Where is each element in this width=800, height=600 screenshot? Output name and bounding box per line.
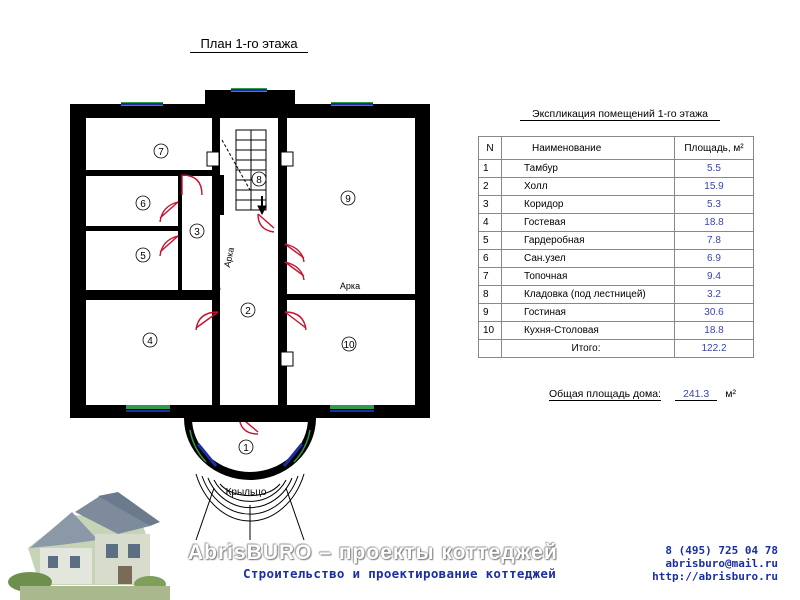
room-number-2: 2 [245,306,251,317]
row-area: 6.9 [674,249,754,268]
plan-title: План 1-го этажа [190,36,308,53]
row-num: 3 [478,195,502,214]
table-header-row: N Наименование Площадь, м² [478,136,754,160]
total-value: 122.2 [674,339,754,358]
row-area: 18.8 [674,321,754,340]
row-name: Коридор [501,195,675,214]
room-number-6: 6 [140,199,146,210]
row-name: Холл [501,177,675,196]
room-number-3: 3 [194,227,200,238]
row-name: Топочная [501,267,675,286]
arch-label-horizontal: Арка [340,281,360,291]
total-label: Итого: [501,339,675,358]
row-name: Кухня-Столовая [501,321,675,340]
house-total-unit: м² [725,388,736,400]
header-name: Наименование [501,136,675,160]
table-total-row: Итого:122.2 [478,339,754,358]
header-area: Площадь, м² [674,136,754,160]
room-number-8: 8 [256,175,262,186]
arch-label-vertical: Арка [222,246,236,268]
row-area: 18.8 [674,213,754,232]
row-num: 6 [478,249,502,268]
total-num-cell [478,339,502,358]
contact-url[interactable]: http://abrisburo.ru [652,570,778,583]
room-number-5: 5 [140,251,146,262]
vents [206,151,294,367]
porch-label: Крыльцо [226,487,267,498]
room-number-1: 1 [243,443,249,454]
header-num: N [478,136,502,160]
row-num: 2 [478,177,502,196]
row-area: 5.5 [674,159,754,178]
row-num: 7 [478,267,502,286]
house-total-area: Общая площадь дома: 241.3 м² [549,388,736,401]
house-total-label: Общая площадь дома: [549,388,661,401]
row-area: 3.2 [674,285,754,304]
row-name: Гостиная [501,303,675,322]
windows [121,88,374,412]
house-illustration [8,492,170,600]
porch-steps [195,473,305,541]
row-num: 9 [478,303,502,322]
arches [212,231,380,297]
row-area: 5.3 [674,195,754,214]
contacts-block: 8 (495) 725 04 78 abrisburo@mail.ru http… [626,544,778,583]
row-area: 9.4 [674,267,754,286]
interior-walls [86,118,415,405]
room-markers [135,143,357,455]
doors [159,174,307,435]
room-number-7: 7 [158,147,164,158]
row-area: 7.8 [674,231,754,250]
room-number-4: 4 [147,336,153,347]
row-num: 8 [478,285,502,304]
row-num: 1 [478,159,502,178]
row-name: Тамбур [501,159,675,178]
row-name: Кладовка (под лестницей) [501,285,675,304]
row-area: 30.6 [674,303,754,322]
house-total-value: 241.3 [674,388,718,401]
entrance-vestibule [183,414,317,480]
room-number-9: 9 [345,194,351,205]
staircase [221,129,267,216]
explication-title: Экспликация помещений 1-го этажа [520,108,720,121]
brand-name: AbrisBURO – проекты коттеджей [188,541,558,564]
row-name: Гардеробная [501,231,675,250]
contact-email[interactable]: abrisburo@mail.ru [665,557,778,570]
row-area: 15.9 [674,177,754,196]
row-name: Сан.узел [501,249,675,268]
room-number-10: 10 [343,340,355,351]
row-num: 10 [478,321,502,340]
row-name: Гостевая [501,213,675,232]
brand-tagline: Строительство и проектирование коттеджей [243,566,557,581]
row-num: 5 [478,231,502,250]
row-num: 4 [478,213,502,232]
contact-phone: 8 (495) 725 04 78 [665,544,778,557]
